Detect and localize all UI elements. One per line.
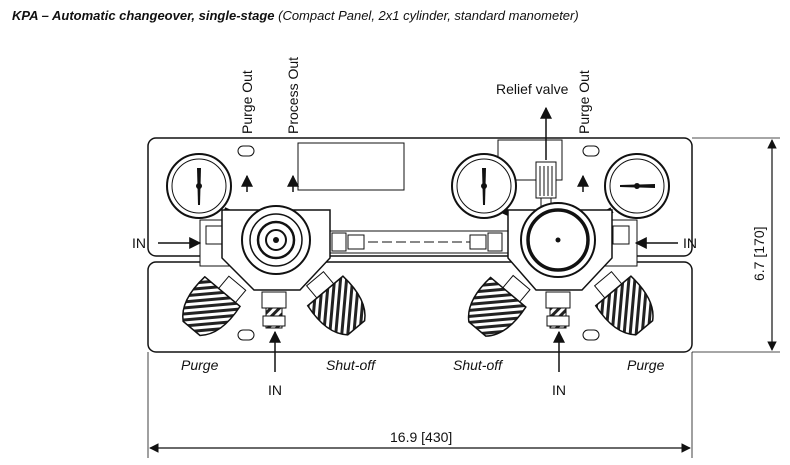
width-dimension bbox=[147, 352, 693, 458]
height-dimension-label: 6.7 [170] bbox=[751, 227, 767, 282]
purge-left-knob[interactable] bbox=[173, 264, 251, 344]
title-details: (Compact Panel, 2x1 cylinder, standard m… bbox=[274, 8, 579, 23]
in-right-label: IN bbox=[683, 235, 697, 251]
title-dash: – bbox=[38, 8, 52, 23]
mount-slot bbox=[582, 329, 600, 341]
shutoff-right-knob[interactable] bbox=[459, 265, 537, 345]
mount-slot bbox=[237, 329, 255, 341]
mount-slot bbox=[237, 145, 255, 157]
title-code: KPA bbox=[12, 8, 38, 23]
process-out-label: Process Out bbox=[285, 57, 301, 134]
purge-left-label: Purge bbox=[181, 357, 219, 373]
bottom-right-inlet-fitting bbox=[545, 291, 571, 329]
mount-slot bbox=[582, 145, 600, 157]
diagram-title: KPA – Automatic changeover, single-stage… bbox=[12, 8, 579, 23]
purge-out-right-label: Purge Out bbox=[576, 70, 592, 134]
title-name: Automatic changeover, single-stage bbox=[51, 8, 275, 23]
connecting-tube bbox=[319, 230, 521, 254]
right-regulator bbox=[507, 202, 613, 291]
purge-right-knob[interactable] bbox=[585, 263, 663, 343]
in-left-label: IN bbox=[132, 235, 146, 251]
center-manometer-icon bbox=[451, 153, 530, 225]
in-bottom-right-label: IN bbox=[552, 382, 566, 398]
relief-valve-label: Relief valve bbox=[496, 81, 569, 97]
purge-right-label: Purge bbox=[627, 357, 665, 373]
purge-out-left-label: Purge Out bbox=[239, 70, 255, 134]
left-regulator bbox=[221, 205, 331, 291]
label-plate bbox=[297, 142, 405, 191]
shutoff-left-knob[interactable] bbox=[297, 263, 375, 343]
in-bottom-left-label: IN bbox=[268, 382, 282, 398]
relief-valve-icon bbox=[535, 161, 557, 209]
bottom-left-inlet-fitting bbox=[261, 291, 287, 329]
height-dimension bbox=[692, 137, 780, 353]
shutoff-left-label: Shut-off bbox=[326, 357, 377, 373]
width-dimension-label: 16.9 [430] bbox=[390, 429, 452, 445]
shutoff-right-label: Shut-off bbox=[453, 357, 504, 373]
right-manometer-icon bbox=[590, 153, 670, 225]
